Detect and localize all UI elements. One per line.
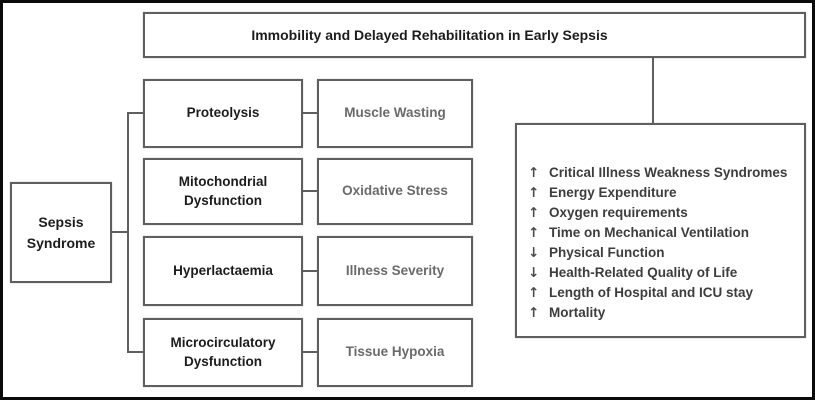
- up-arrow-icon: ↑: [528, 305, 540, 321]
- connector-proteolysis-to-muscle-wasting: [301, 112, 319, 114]
- outcome-item: ↓ Health-Related Quality of Life: [528, 263, 798, 283]
- outcome-label: Length of Hospital and ICU stay: [549, 285, 754, 300]
- connector-source-to-spine: [110, 231, 129, 233]
- outcome-label: Oxygen requirements: [549, 205, 688, 220]
- down-arrow-icon: ↓: [528, 245, 540, 261]
- outcome-item: ↑ Mortality: [528, 303, 798, 323]
- up-arrow-icon: ↑: [528, 205, 540, 221]
- down-arrow-icon: ↓: [528, 265, 540, 281]
- outcome-item: ↑ Critical Illness Weakness Syndromes: [528, 163, 798, 183]
- effect-label: Oxidative Stress: [342, 183, 448, 199]
- up-arrow-icon: ↑: [528, 225, 540, 241]
- up-arrow-icon: ↑: [528, 185, 540, 201]
- up-arrow-icon: ↑: [528, 285, 540, 301]
- outcome-item: ↑ Length of Hospital and ICU stay: [528, 283, 798, 303]
- cause-box-proteolysis: Proteolysis: [143, 79, 303, 148]
- connector-hyperlactaemia-to-illness-severity: [301, 270, 319, 272]
- outcome-item: ↓ Physical Function: [528, 243, 798, 263]
- outcome-label: Energy Expenditure: [549, 185, 677, 200]
- diagram-title: Immobility and Delayed Rehabilitation in…: [251, 27, 608, 43]
- connector-microcirculatory-to-tissue-hypoxia: [301, 351, 319, 353]
- outcomes-box: ↑ Critical Illness Weakness Syndromes ↑ …: [515, 123, 806, 338]
- connector-spine-to-row4: [127, 351, 145, 353]
- connector-title-to-outcomes: [652, 58, 654, 123]
- outcomes-list: ↑ Critical Illness Weakness Syndromes ↑ …: [517, 163, 804, 323]
- effect-label: Muscle Wasting: [344, 105, 446, 121]
- connector-mitochondrial-to-oxidative-stress: [301, 190, 319, 192]
- cause-box-mitochondrial-dysfunction: Mitochondrial Dysfunction: [143, 158, 303, 225]
- cause-label: Microcirculatory Dysfunction: [170, 334, 276, 369]
- sepsis-syndrome-label: Sepsis Syndrome: [26, 214, 96, 251]
- up-arrow-icon: ↑: [528, 165, 540, 181]
- outcome-label: Physical Function: [549, 245, 665, 260]
- outcome-item: ↑ Energy Expenditure: [528, 183, 798, 203]
- cause-label: Proteolysis: [186, 105, 260, 121]
- cause-label: Hyperlactaemia: [173, 262, 273, 278]
- outcome-label: Critical Illness Weakness Syndromes: [549, 165, 788, 180]
- effect-box-muscle-wasting: Muscle Wasting: [317, 79, 473, 148]
- effect-box-illness-severity: Illness Severity: [317, 236, 473, 306]
- title-box: Immobility and Delayed Rehabilitation in…: [143, 12, 806, 58]
- connector-spine-to-row1: [127, 112, 145, 114]
- effect-label: Tissue Hypoxia: [345, 344, 445, 360]
- outcome-label: Mortality: [549, 305, 606, 320]
- outcome-label: Time on Mechanical Ventilation: [549, 225, 750, 240]
- cause-box-microcirculatory-dysfunction: Microcirculatory Dysfunction: [143, 318, 303, 387]
- effect-box-oxidative-stress: Oxidative Stress: [317, 158, 473, 225]
- cause-box-hyperlactaemia: Hyperlactaemia: [143, 236, 303, 306]
- outcome-item: ↑ Time on Mechanical Ventilation: [528, 223, 798, 243]
- sepsis-syndrome-box: Sepsis Syndrome: [10, 182, 112, 283]
- effect-box-tissue-hypoxia: Tissue Hypoxia: [317, 318, 473, 387]
- outcome-label: Health-Related Quality of Life: [549, 265, 738, 280]
- outcome-item: ↑ Oxygen requirements: [528, 203, 798, 223]
- effect-label: Illness Severity: [345, 262, 445, 278]
- cause-label: Mitochondrial Dysfunction: [178, 173, 268, 208]
